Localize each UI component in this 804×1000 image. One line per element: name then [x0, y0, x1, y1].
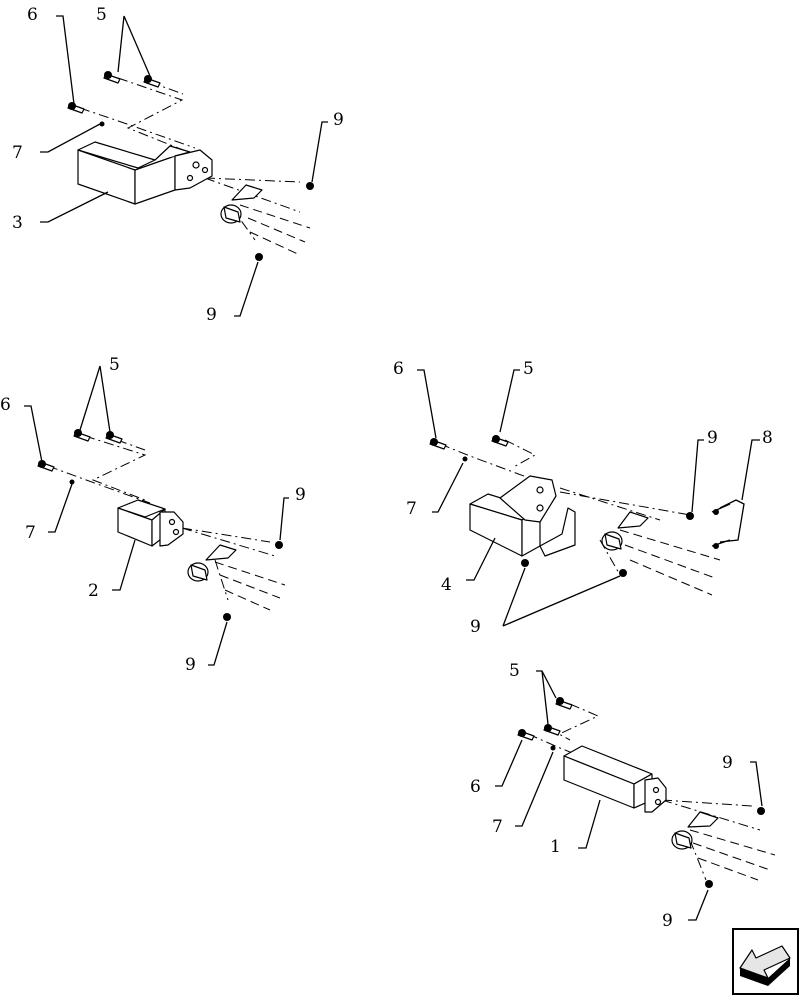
- assembly-2: 5 6 7 9 2 9: [0, 355, 306, 675]
- clamp-d: [671, 811, 719, 850]
- bolt-5f: [555, 697, 573, 710]
- callout-5: 5: [509, 661, 520, 681]
- washer-7d: [550, 745, 556, 751]
- callout-7: 7: [12, 143, 23, 163]
- part-3: [77, 141, 213, 205]
- nut-9h: [757, 807, 765, 815]
- nut-9e: [686, 512, 694, 520]
- bolt-5c: [73, 429, 91, 442]
- clamp-c: [601, 511, 649, 551]
- clamp-a: [220, 184, 263, 224]
- callout-7: 7: [492, 817, 503, 837]
- callout-7: 7: [25, 523, 36, 543]
- callout-8: 8: [762, 428, 773, 448]
- bolt-6b: [37, 460, 55, 472]
- bolt-5g: [543, 724, 561, 736]
- callout-9: 9: [722, 753, 733, 773]
- callout-1: 1: [550, 837, 561, 857]
- u-bolt-8: [711, 499, 745, 549]
- assembly-1: 5 6 7 1 9 9: [470, 661, 776, 931]
- bolt-5a: [103, 71, 121, 84]
- nut-9g: [619, 569, 627, 577]
- assembly-4: 6 5 9 8 7 4 9: [393, 359, 773, 637]
- callout-9: 9: [662, 911, 673, 931]
- callout-6: 6: [27, 5, 38, 25]
- callout-7: 7: [406, 499, 417, 519]
- callout-5: 5: [523, 359, 534, 379]
- bolt-6d: [517, 729, 535, 741]
- nut-9a: [306, 182, 314, 190]
- bolt-6a: [67, 102, 85, 114]
- nut-9c: [275, 541, 283, 549]
- callout-3: 3: [12, 213, 23, 233]
- washer-7c: [462, 456, 468, 462]
- nut-9i: [705, 880, 713, 888]
- callout-9: 9: [206, 305, 217, 325]
- part-2: [117, 499, 184, 547]
- callout-9: 9: [295, 485, 306, 505]
- part-1: [563, 745, 667, 813]
- arrow-left-icon[interactable]: [732, 928, 799, 995]
- callout-9: 9: [185, 655, 196, 675]
- callout-6: 6: [393, 359, 404, 379]
- part-4: [469, 475, 576, 557]
- bolt-5e: [491, 435, 509, 447]
- nut-9d: [223, 613, 231, 621]
- callout-4: 4: [441, 575, 452, 595]
- bolt-5b: [143, 75, 161, 88]
- washer-7a: [99, 121, 105, 127]
- callout-6: 6: [0, 395, 11, 415]
- washer-7b: [69, 479, 75, 485]
- nut-9f: [521, 559, 529, 567]
- callout-2: 2: [88, 581, 99, 601]
- clamp-b: [187, 544, 237, 582]
- nut-9b: [255, 253, 263, 261]
- assembly-3: 6 5 7 9 3 9: [12, 5, 344, 325]
- callout-9: 9: [707, 428, 718, 448]
- callout-9: 9: [333, 110, 344, 130]
- bolt-6c: [429, 438, 447, 450]
- callout-5: 5: [96, 5, 107, 25]
- callout-9: 9: [470, 617, 481, 637]
- callout-6: 6: [470, 777, 481, 797]
- bolt-5d: [105, 431, 123, 444]
- callout-5: 5: [109, 355, 120, 375]
